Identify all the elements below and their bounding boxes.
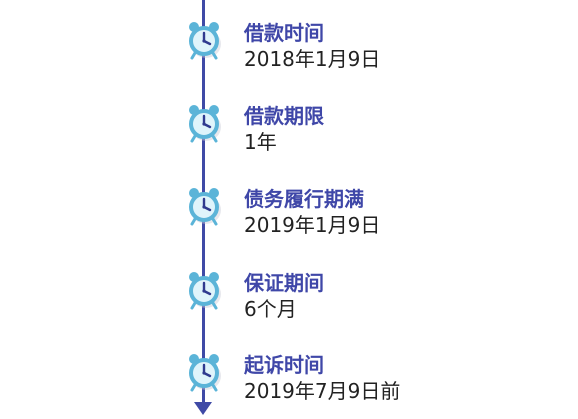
- event-title: 债务履行期满: [244, 187, 364, 211]
- event-value: 6个月: [244, 297, 297, 321]
- event-title: 借款时间: [244, 21, 324, 45]
- event-title: 起诉时间: [244, 353, 324, 377]
- event-title: 借款期限: [244, 104, 324, 128]
- event-value: 2019年1月9日: [244, 213, 381, 237]
- timeline-arrow-down-icon: [194, 402, 212, 415]
- timeline-event-loan-date: 借款时间 2018年1月9日: [0, 20, 578, 80]
- alarm-clock-icon: [184, 270, 224, 310]
- alarm-clock-icon: [184, 103, 224, 143]
- alarm-clock-icon: [184, 352, 224, 392]
- event-value: 2018年1月9日: [244, 47, 381, 71]
- event-value: 1年: [244, 130, 277, 154]
- event-title: 保证期间: [244, 271, 324, 295]
- timeline-event-loan-term: 借款期限 1年: [0, 103, 578, 163]
- timeline-event-guarantee-period: 保证期间 6个月: [0, 270, 578, 330]
- timeline-event-debt-due: 债务履行期满 2019年1月9日: [0, 186, 578, 246]
- event-value: 2019年7月9日前: [244, 379, 401, 403]
- alarm-clock-icon: [184, 20, 224, 60]
- timeline-event-lawsuit-date: 起诉时间 2019年7月9日前: [0, 352, 578, 412]
- alarm-clock-icon: [184, 186, 224, 226]
